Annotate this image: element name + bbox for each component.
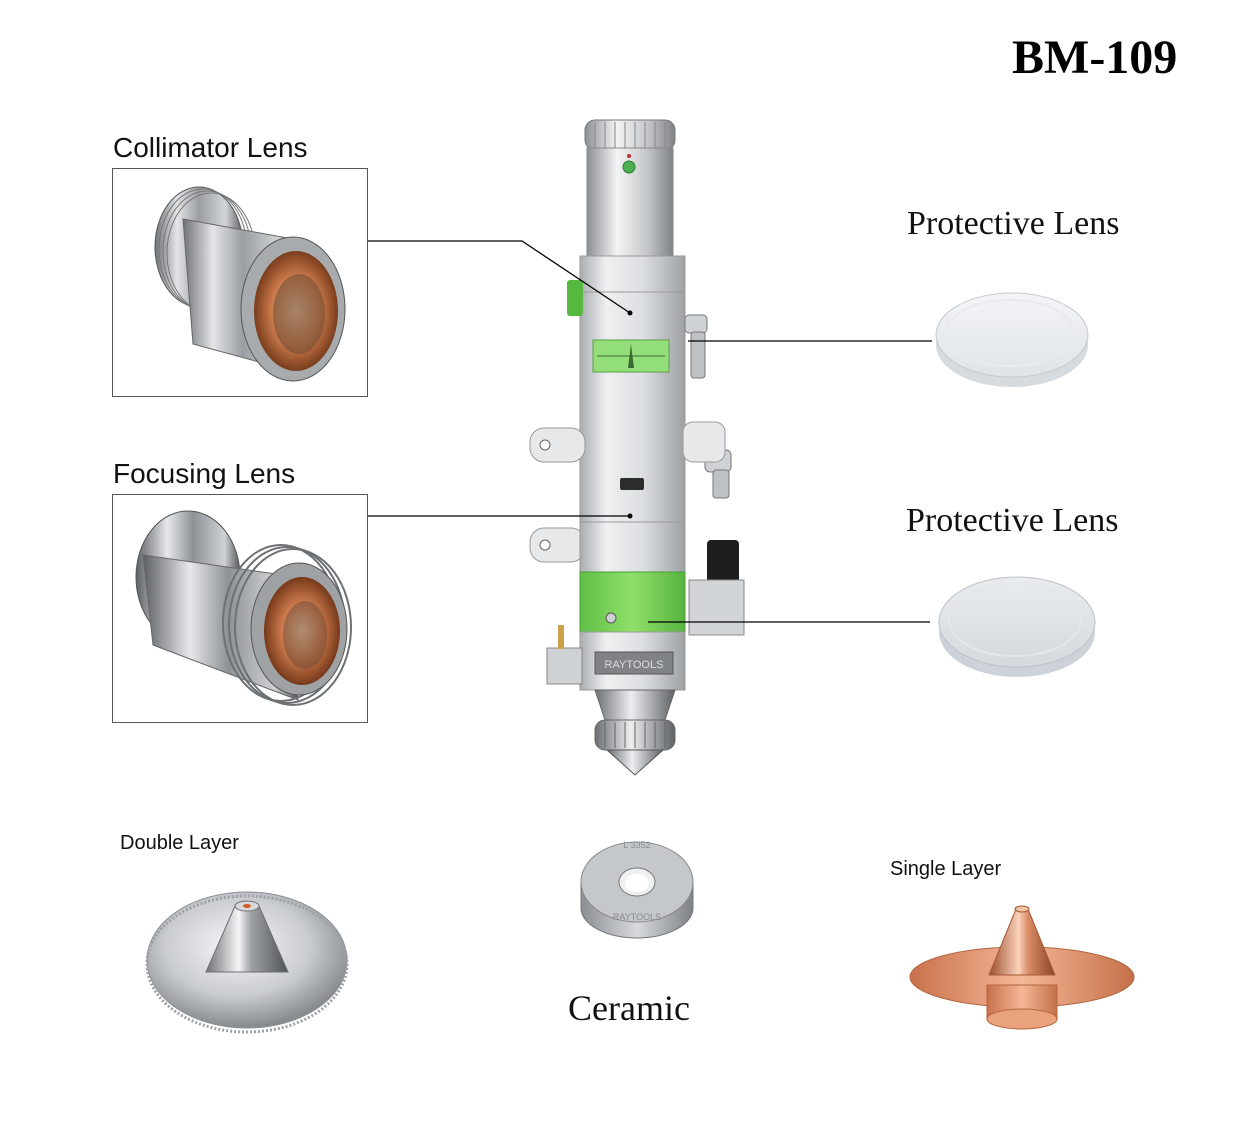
protective-lens-top-image — [930, 275, 1095, 395]
focusing-lens-label: Focusing Lens — [113, 458, 296, 489]
collimator-lens-label: Collimator Lens — [113, 132, 308, 163]
double-layer-nozzle-image — [140, 860, 355, 1035]
protective-lens-bottom-image — [932, 560, 1102, 685]
collimator-leader-dot — [627, 310, 633, 316]
double-layer-label: Double Layer — [120, 832, 239, 854]
protective-lens-top-label: Protective Lens — [907, 205, 1120, 242]
collimator-lens-image — [112, 168, 368, 397]
laser-cutting-head-image: RAYTOOLS — [525, 110, 775, 780]
collimator-leader-line — [368, 240, 631, 314]
product-model-title: BM-109 — [1012, 31, 1178, 84]
focusing-lens-image — [112, 494, 368, 723]
brand-plate-text: RAYTOOLS — [605, 659, 664, 671]
ceramic-ring-image: L 3352 RAYTOOLS — [575, 820, 700, 945]
ceramic-code-text: L 3352 — [623, 840, 650, 850]
single-layer-nozzle-image — [905, 895, 1140, 1040]
protective-lens-bottom-label: Protective Lens — [906, 502, 1119, 539]
ceramic-label: Ceramic — [568, 988, 690, 1028]
focusing-leader-dot — [627, 513, 633, 519]
ceramic-brand-text: RAYTOOLS — [613, 912, 661, 922]
single-layer-label: Single Layer — [890, 858, 1002, 880]
